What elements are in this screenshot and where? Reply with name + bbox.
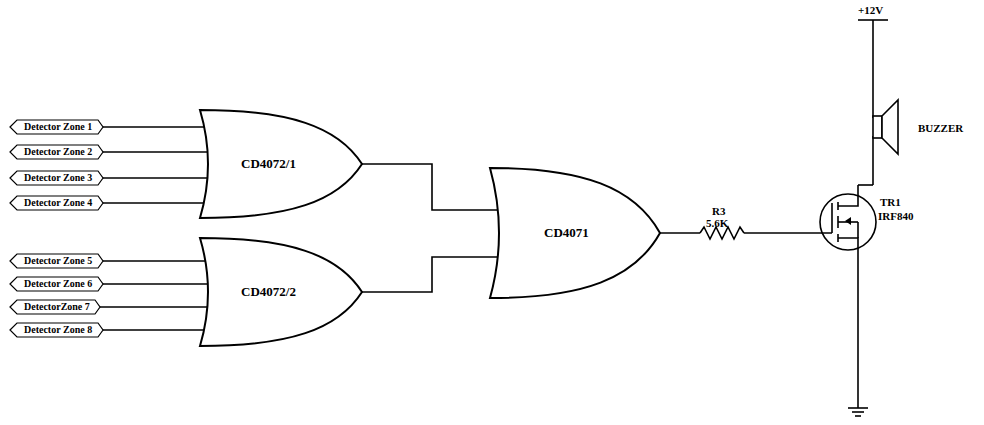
part-label: 5.6K [706, 217, 728, 229]
wire [103, 177, 208, 179]
mosfet-body [820, 194, 876, 250]
mosfet-gate [831, 203, 833, 233]
signal-name: Detector Zone 2 [10, 145, 103, 159]
wire [100, 306, 207, 308]
part-label: +12V [858, 4, 883, 16]
ground-symbol [852, 411, 864, 413]
signal-name: Detector Zone 6 [10, 277, 103, 291]
wire [103, 202, 204, 204]
buzzer-symbol [873, 116, 882, 138]
wire [103, 126, 204, 128]
wire [103, 283, 208, 285]
part-label: R3 [712, 205, 725, 217]
wire [103, 151, 208, 153]
signal-name: Detector Zone 4 [10, 196, 103, 210]
mosfet-body-link [857, 222, 859, 238]
wire [744, 232, 832, 234]
signal-name: Detector Zone 3 [10, 171, 103, 185]
wire [103, 260, 205, 262]
ic-label: CD4072/1 [241, 156, 296, 172]
buzzer-symbol [882, 100, 898, 154]
wire [103, 329, 204, 331]
wire [660, 232, 700, 234]
mosfet-source [838, 238, 858, 250]
wire [362, 164, 498, 210]
mosfet-drain [838, 194, 858, 206]
ground-symbol [855, 415, 861, 417]
wire [858, 184, 873, 186]
signal-name: Detector Zone 8 [10, 323, 103, 337]
part-label: TR1 [880, 196, 901, 208]
wire [872, 20, 874, 118]
signal-name: DetectorZone 7 [10, 300, 100, 314]
ground-symbol [848, 407, 868, 409]
part-label: IRF840 [878, 210, 913, 222]
wire [362, 257, 498, 292]
wire [872, 136, 874, 185]
ic-label: CD4072/2 [241, 284, 296, 300]
signal-name: Detector Zone 5 [10, 254, 103, 268]
part-label: BUZZER [918, 122, 963, 134]
wire [857, 250, 859, 408]
wire [857, 185, 859, 194]
ic-label: CD4071 [544, 225, 589, 241]
mosfet-arrow [845, 217, 851, 225]
signal-name: Detector Zone 1 [10, 120, 103, 134]
